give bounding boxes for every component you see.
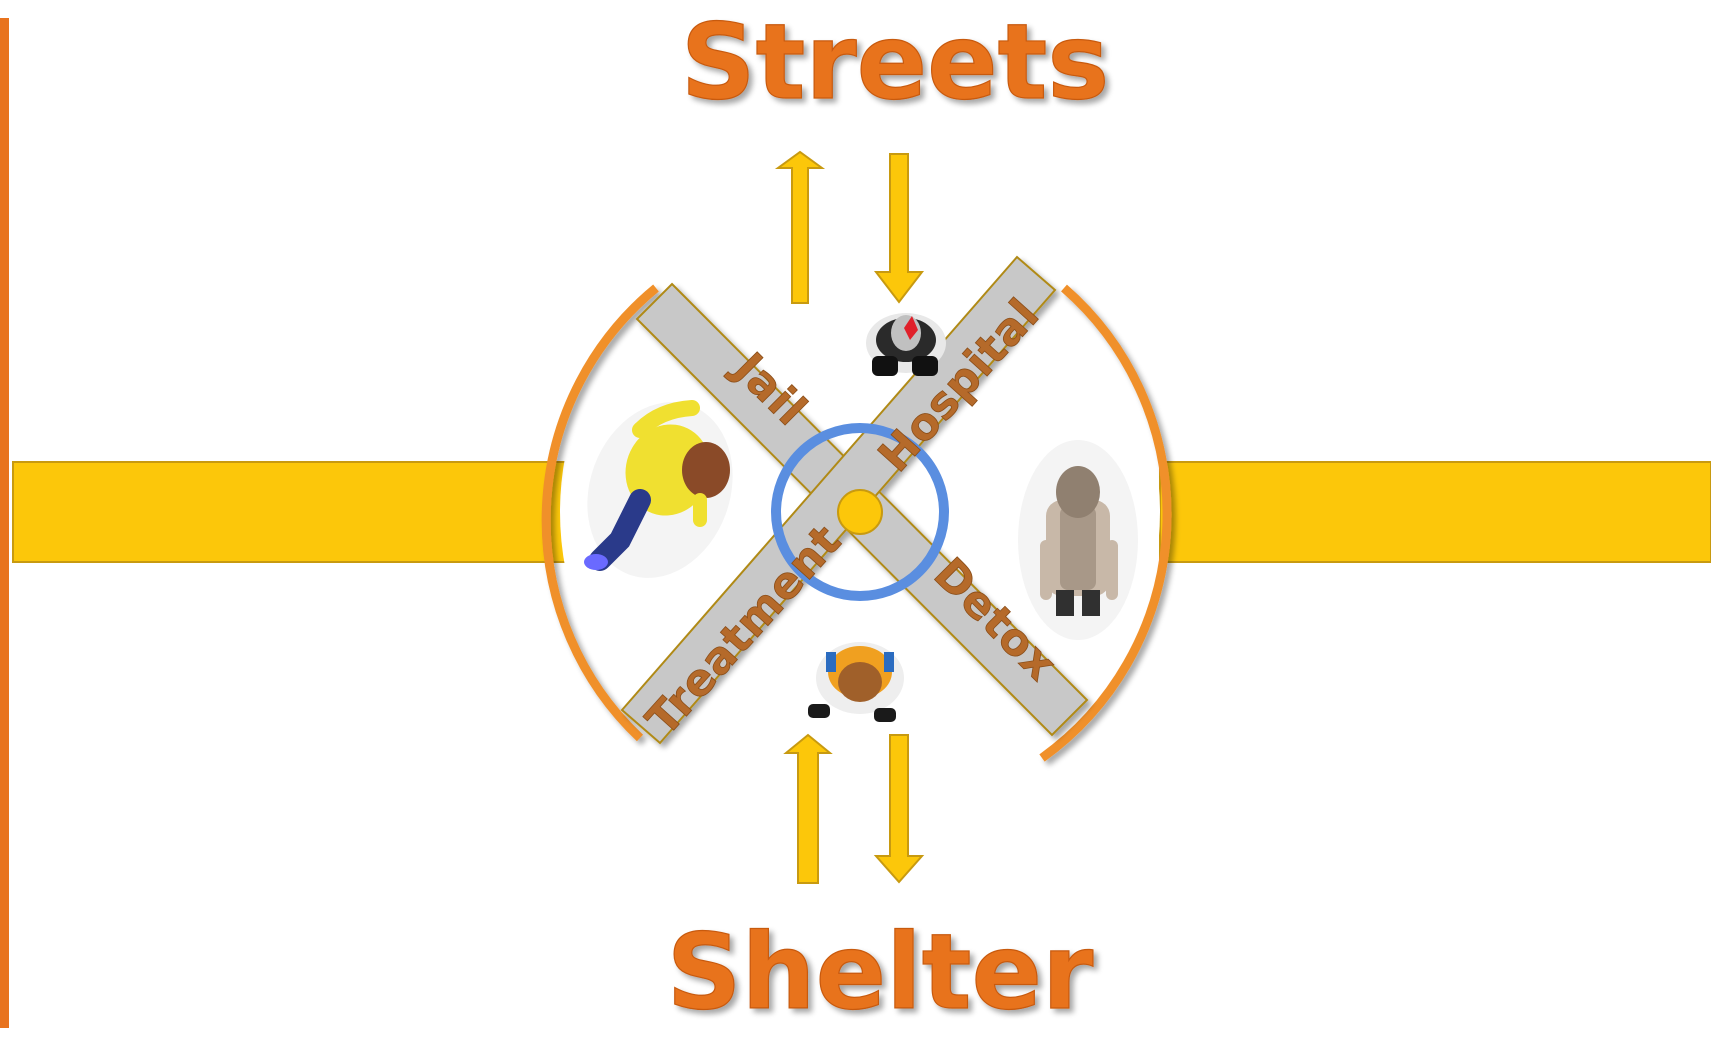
yellow-band-left: [13, 462, 573, 562]
streets-title: Streets: [681, 1, 1110, 123]
left-border-line: [0, 18, 9, 1028]
shelter-title: Shelter: [667, 911, 1094, 1033]
yellow-hub: [838, 490, 882, 534]
person-elderly-standing-figure: [1018, 440, 1138, 640]
person-red-cap-figure: [866, 313, 946, 376]
yellow-band-right: [1160, 462, 1711, 562]
